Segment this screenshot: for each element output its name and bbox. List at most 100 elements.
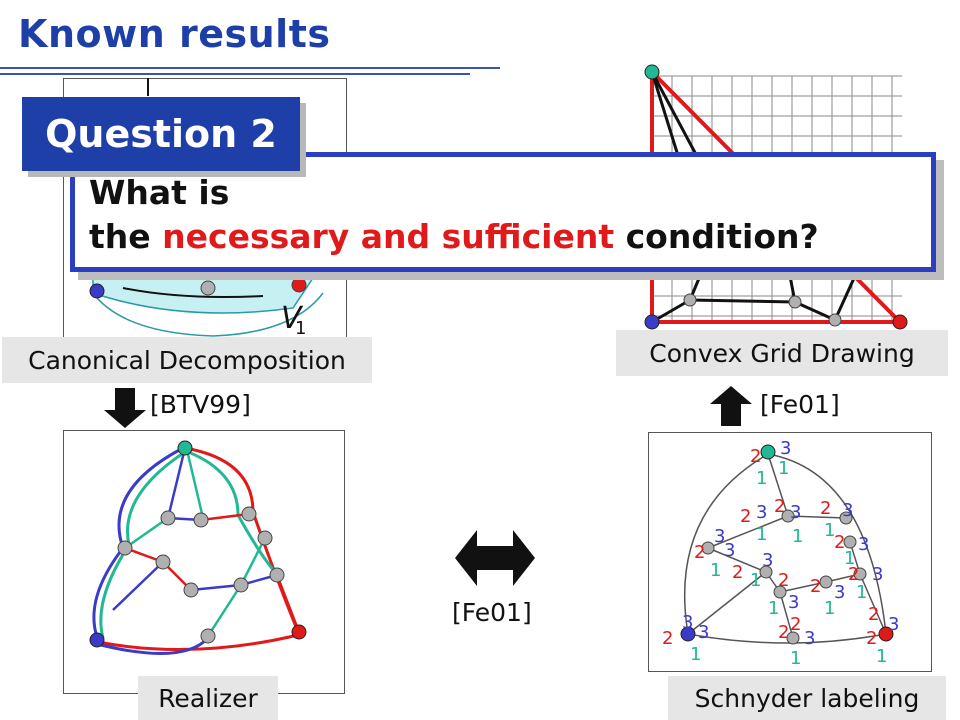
canonical-label: Canonical Decomposition xyxy=(2,337,372,383)
svg-text:3: 3 xyxy=(842,500,853,521)
svg-text:1: 1 xyxy=(750,570,761,591)
realizer-node xyxy=(160,510,176,526)
question-prefix: the xyxy=(89,217,163,256)
svg-text:2: 2 xyxy=(694,542,705,563)
svg-text:1: 1 xyxy=(790,648,801,669)
svg-text:2: 2 xyxy=(778,622,789,643)
realizer-node-red xyxy=(291,624,307,640)
realizer-node xyxy=(155,554,171,570)
realizer-node-blue xyxy=(89,632,105,648)
svg-text:3: 3 xyxy=(756,502,767,523)
convex-edge xyxy=(833,275,857,321)
svg-text:3: 3 xyxy=(714,526,725,547)
title-rule-bottom xyxy=(0,73,470,75)
svg-text:1: 1 xyxy=(876,646,887,667)
down-arrow-icon xyxy=(104,388,146,428)
convex-edge xyxy=(650,71,682,163)
svg-text:3: 3 xyxy=(872,564,883,585)
schnyder-drawing: 2 3 1 1 2 3 2 3 1 1 2 3 1 3 2 3 1 2 3 1 … xyxy=(662,438,899,669)
canonical-node-red xyxy=(291,277,307,293)
question-highlight: necessary and sufficient xyxy=(162,217,615,256)
canonical-node xyxy=(200,280,216,296)
canonical-vertex-sub: 1 xyxy=(295,318,306,339)
svg-text:2: 2 xyxy=(868,604,879,625)
realizer-node xyxy=(269,567,285,583)
realizer-label: Realizer xyxy=(138,676,278,720)
svg-text:2: 2 xyxy=(820,498,831,519)
convex-edge xyxy=(650,71,702,163)
question-tab: Question 2 xyxy=(22,97,300,171)
convex-node-red xyxy=(892,314,908,330)
canonical-outer-curve xyxy=(92,292,324,337)
svg-text:1: 1 xyxy=(844,548,855,569)
realizer-node xyxy=(117,540,133,556)
bidirectional-citation: [Fe01] xyxy=(452,598,532,627)
convex-edge xyxy=(794,300,836,322)
svg-text:2: 2 xyxy=(848,564,859,585)
realizer-node-green xyxy=(177,440,193,456)
svg-text:2: 2 xyxy=(778,570,789,591)
svg-text:1: 1 xyxy=(778,458,789,479)
svg-text:2: 2 xyxy=(774,496,785,517)
realizer-node xyxy=(233,577,249,593)
convex-label: Convex Grid Drawing xyxy=(616,330,948,376)
question-line-1: What is xyxy=(89,173,230,212)
svg-text:3: 3 xyxy=(698,622,709,643)
canonical-vertex-label: V xyxy=(281,301,304,336)
svg-text:3: 3 xyxy=(788,592,799,613)
convex-node-green xyxy=(644,64,660,80)
svg-text:2: 2 xyxy=(866,628,877,649)
realizer-drawing xyxy=(89,440,307,655)
svg-text:1: 1 xyxy=(768,598,779,619)
svg-text:3: 3 xyxy=(762,550,773,571)
svg-text:3: 3 xyxy=(888,614,899,635)
bidirectional-arrow-icon xyxy=(455,530,535,586)
realizer-node xyxy=(200,628,216,644)
svg-text:2: 2 xyxy=(662,628,673,649)
up-arrow-icon xyxy=(710,386,752,426)
question-box: What is the necessary and sufficient con… xyxy=(70,152,936,272)
svg-text:1: 1 xyxy=(856,582,867,603)
svg-text:1: 1 xyxy=(756,524,767,545)
question-suffix: condition? xyxy=(614,217,819,256)
up-citation: [Fe01] xyxy=(760,390,840,419)
svg-text:3: 3 xyxy=(834,582,845,603)
convex-edge xyxy=(689,298,796,304)
svg-text:2: 2 xyxy=(790,614,801,635)
svg-text:2: 2 xyxy=(740,506,751,527)
svg-text:1: 1 xyxy=(824,598,835,619)
svg-text:3: 3 xyxy=(804,628,815,649)
svg-text:1: 1 xyxy=(690,644,701,665)
realizer-node xyxy=(241,506,257,522)
convex-node xyxy=(683,293,697,307)
svg-text:1: 1 xyxy=(756,468,767,489)
svg-text:3: 3 xyxy=(780,438,791,459)
schnyder-label: Schnyder labeling xyxy=(668,676,946,720)
page-title: Known results xyxy=(18,12,331,56)
canonical-node-blue xyxy=(89,283,105,299)
title-rule-top xyxy=(0,67,500,69)
canonical-drawing: V 1 xyxy=(89,78,324,339)
convex-grid-drawing xyxy=(644,64,908,330)
svg-text:3: 3 xyxy=(724,540,735,561)
svg-text:1: 1 xyxy=(792,526,803,547)
svg-text:3: 3 xyxy=(790,502,801,523)
convex-node-blue xyxy=(644,314,660,330)
convex-node xyxy=(828,313,842,327)
svg-text:1: 1 xyxy=(824,520,835,541)
svg-text:2: 2 xyxy=(732,562,743,583)
canonical-region xyxy=(92,277,315,314)
svg-text:2: 2 xyxy=(810,576,821,597)
question-line-2: the necessary and sufficient condition? xyxy=(89,215,931,259)
svg-text:2: 2 xyxy=(750,446,761,467)
canonical-edge xyxy=(122,287,264,298)
svg-text:3: 3 xyxy=(682,612,693,633)
realizer-node xyxy=(193,512,209,528)
realizer-node xyxy=(257,530,273,546)
realizer-node xyxy=(183,582,199,598)
svg-text:1: 1 xyxy=(710,560,721,581)
convex-node xyxy=(788,295,802,309)
svg-text:2: 2 xyxy=(834,532,845,553)
down-citation: [BTV99] xyxy=(150,390,251,419)
svg-text:3: 3 xyxy=(858,534,869,555)
